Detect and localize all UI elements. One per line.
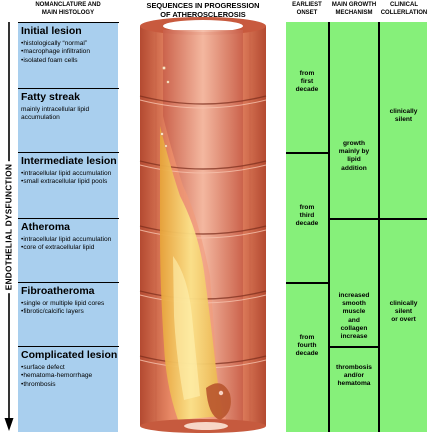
header-nomenclature: NOMANCLATURE AND MAIN HISTOLOGY [35, 2, 101, 16]
histology-item: small extracellular lipid pools [21, 178, 111, 186]
stage-title: Intermediate lesion [21, 155, 117, 167]
stage-atheroma: Atheroma intracellular lipid accumulatio… [18, 218, 119, 251]
growth-divider [330, 218, 378, 220]
histology-item: fibrotic/calcific layers [21, 308, 104, 316]
histology-item: macrophage infiltration [21, 48, 90, 56]
stage-title: Complicated lesion [21, 349, 118, 361]
onset-third-decade: from third decade [295, 204, 319, 228]
column-divider [328, 22, 330, 432]
clinical-column [380, 22, 427, 432]
stage-histology: intracellular lipid accumulation small e… [21, 170, 111, 187]
column-divider [378, 22, 380, 432]
onset-divider [286, 152, 328, 154]
stage-fibroatheroma: Fibroatheroma single or multiple lipid c… [18, 282, 119, 315]
histology-item: intracellular lipid accumulation [21, 236, 111, 244]
histology-item: core of extracellular lipid [21, 244, 111, 252]
stage-title: Initial lesion [21, 25, 82, 37]
header-clinical: CLINICAL COLLERLATION [380, 2, 428, 16]
artery-progression-illustration [139, 17, 267, 433]
endothelial-dysfunction-label: ENDOTHELIAL DYSFUNCTION [2, 160, 16, 294]
stage-intermediate-lesion: Intermediate lesion intracellular lipid … [18, 152, 119, 185]
clinical-divider [380, 218, 427, 220]
header-growth: MAIN GROWTH MECHANISM [331, 2, 377, 16]
growth-thrombosis: thrombosis and/or hematoma [336, 364, 372, 388]
header-sequences: SEQUENCES IN PROGRESSION OF ATHEROSCLERO… [146, 1, 260, 19]
stage-complicated-lesion: Complicated lesion surface defect hemato… [18, 346, 119, 388]
stage-histology: histologically “normal” macrophage infil… [21, 40, 90, 65]
onset-column [286, 22, 328, 432]
histology-item: isolated foam cells [21, 57, 90, 65]
stage-initial-lesion: Initial lesion histologically “normal” m… [18, 22, 119, 64]
histology-item: intracellular lipid accumulation [21, 170, 111, 178]
header-onset: EARLIEST ONSET [292, 2, 322, 16]
stage-histology-text: mainly intracellular lipid accumulation [21, 106, 90, 122]
onset-first-decade: from first decade [295, 70, 319, 94]
stage-title: Fatty streak [21, 91, 80, 103]
onset-divider [286, 282, 328, 284]
histology-item: single or multiple lipid cores [21, 300, 104, 308]
histology-item: thrombosis [21, 381, 92, 389]
histology-item: hematoma-hemorrhage [21, 372, 92, 380]
growth-divider [330, 346, 378, 348]
growth-column [330, 22, 378, 432]
stage-histology: intracellular lipid accumulation core of… [21, 236, 111, 253]
stage-histology: single or multiple lipid cores fibrotic/… [21, 300, 104, 317]
stage-title: Fibroatheroma [21, 285, 95, 297]
clinical-silent-or-overt: clinically silent or overt [389, 300, 418, 324]
stage-fatty-streak: Fatty streak mainly intracellular lipid … [18, 88, 119, 121]
onset-fourth-decade: from fourth decade [295, 334, 319, 358]
stage-title: Atheroma [21, 221, 71, 233]
histology-item: surface defect [21, 364, 92, 372]
stage-histology: surface defect hematoma-hemorrhage throm… [21, 364, 92, 389]
histology-item: histologically “normal” [21, 40, 90, 48]
clinical-silent: clinically silent [389, 108, 418, 124]
growth-smooth-muscle: increased smooth muscle and collagen inc… [338, 292, 370, 341]
growth-lipid-addition: growth mainly by lipid addition [338, 140, 370, 172]
